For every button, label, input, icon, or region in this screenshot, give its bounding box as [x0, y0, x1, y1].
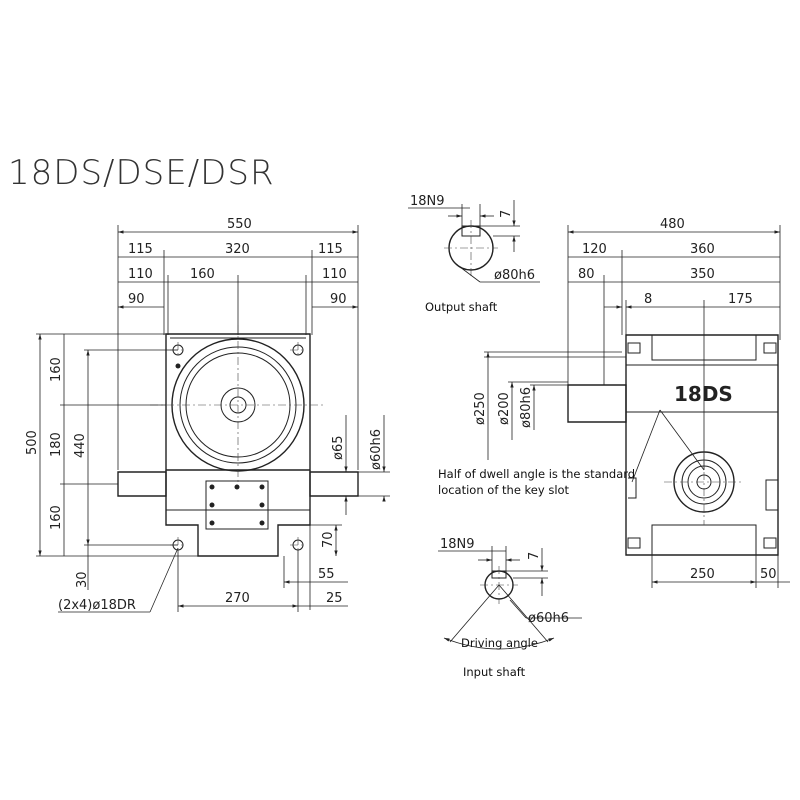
- dim-front-70: 70: [321, 531, 336, 548]
- dim-side-d250: ø250: [473, 392, 488, 425]
- dim-front-440: 440: [73, 433, 88, 458]
- side-body-mark: 18DS: [674, 382, 733, 406]
- mounting-holes-label: (2x4)ø18DR: [58, 598, 136, 613]
- dim-front-d60h6: ø60h6: [369, 429, 384, 470]
- dim-front-160-top: 160: [49, 357, 64, 382]
- dim-front-270: 270: [225, 591, 250, 606]
- dim-side-360: 360: [690, 242, 715, 257]
- input-shaft-caption: Input shaft: [463, 665, 526, 679]
- input-diameter: ø60h6: [528, 611, 569, 626]
- dim-front-90-right: 90: [330, 292, 347, 307]
- dim-side-8: 8: [644, 292, 652, 307]
- side-view: 480 120 360 80 350 8 175: [438, 217, 790, 588]
- dim-front-550: 550: [227, 217, 252, 232]
- output-shaft-caption: Output shaft: [425, 300, 498, 314]
- dim-front-90-left: 90: [128, 292, 145, 307]
- output-key-depth: 7: [499, 210, 514, 218]
- dim-front-115-right: 115: [318, 242, 343, 257]
- key-slot-note-line1: Half of dwell angle is the standard: [438, 467, 635, 481]
- dim-front-30: 30: [75, 571, 90, 588]
- dim-side-80: 80: [578, 267, 595, 282]
- dim-side-120: 120: [582, 242, 607, 257]
- dim-front-55: 55: [318, 567, 335, 582]
- dim-front-d65: ø65: [331, 436, 346, 461]
- dim-side-d200: ø200: [497, 392, 512, 425]
- dim-side-175: 175: [728, 292, 753, 307]
- dim-front-180: 180: [49, 432, 64, 457]
- driving-angle-label: Driving angle: [461, 636, 538, 650]
- key-slot-note-line2: location of the key slot: [438, 483, 570, 497]
- dim-front-320: 320: [225, 242, 250, 257]
- dim-side-50: 50: [760, 567, 777, 582]
- output-key-label: 18N9: [410, 194, 445, 209]
- input-shaft-detail: 18N9 7 ø60h6 Driving angle Input shaft: [438, 537, 582, 679]
- front-view: 550 115 320 115 110 160 110 90 90: [25, 217, 390, 613]
- dim-front-110-right: 110: [322, 267, 347, 282]
- drawing-title: 18DS/DSE/DSR: [8, 153, 275, 193]
- dim-front-115-left: 115: [128, 242, 153, 257]
- dim-side-480: 480: [660, 217, 685, 232]
- dim-side-250: 250: [690, 567, 715, 582]
- output-diameter: ø80h6: [494, 268, 535, 283]
- dim-front-500: 500: [25, 430, 40, 455]
- dim-side-d80h6: ø80h6: [519, 387, 534, 428]
- input-key-label: 18N9: [440, 537, 475, 552]
- dim-side-350: 350: [690, 267, 715, 282]
- dim-front-110-left: 110: [128, 267, 153, 282]
- dim-front-160-bottom: 160: [49, 505, 64, 530]
- dim-front-160: 160: [190, 267, 215, 282]
- output-shaft-detail: 18N9 7 ø80h6 Output shaft: [408, 194, 540, 314]
- input-key-depth: 7: [527, 552, 542, 560]
- dim-front-25: 25: [326, 591, 343, 606]
